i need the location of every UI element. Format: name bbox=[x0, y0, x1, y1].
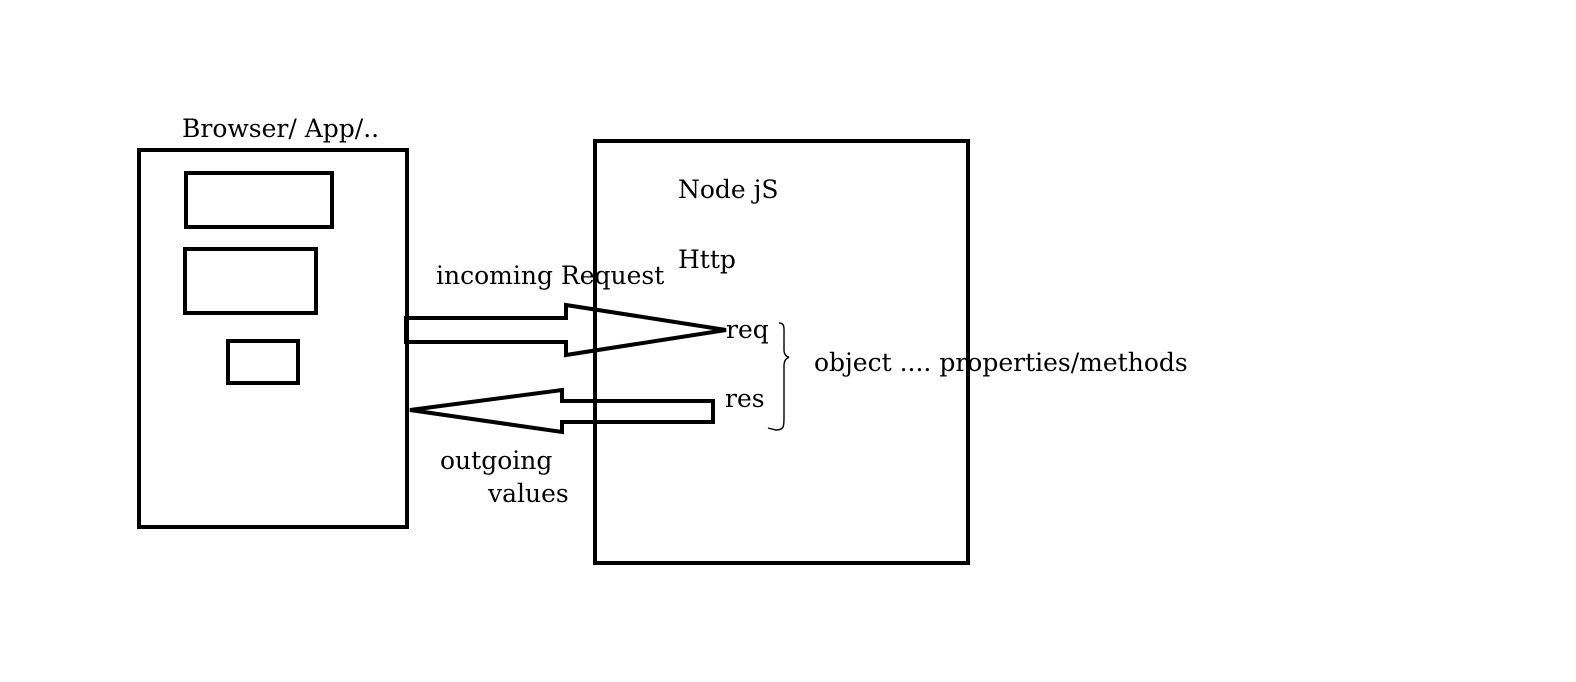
outgoing-label-line2: values bbox=[488, 479, 569, 508]
param-note-label: object .... properties/methods bbox=[814, 348, 1188, 377]
server-module-label: Http bbox=[678, 245, 736, 274]
client-ui-element-1 bbox=[184, 171, 334, 229]
client-box bbox=[137, 148, 409, 529]
client-ui-element-3 bbox=[226, 339, 300, 385]
req-res-brace bbox=[767, 322, 790, 431]
client-title: Browser/ App/.. bbox=[182, 114, 380, 143]
request-param-label: req bbox=[726, 315, 769, 344]
server-title: Node jS bbox=[678, 175, 779, 204]
incoming-request-arrow bbox=[404, 302, 727, 358]
outgoing-label-line1: outgoing bbox=[440, 446, 553, 475]
client-ui-element-2 bbox=[183, 247, 318, 315]
outgoing-response-arrow bbox=[409, 387, 715, 435]
response-param-label: res bbox=[725, 384, 765, 413]
incoming-request-label: incoming Request bbox=[436, 261, 665, 290]
